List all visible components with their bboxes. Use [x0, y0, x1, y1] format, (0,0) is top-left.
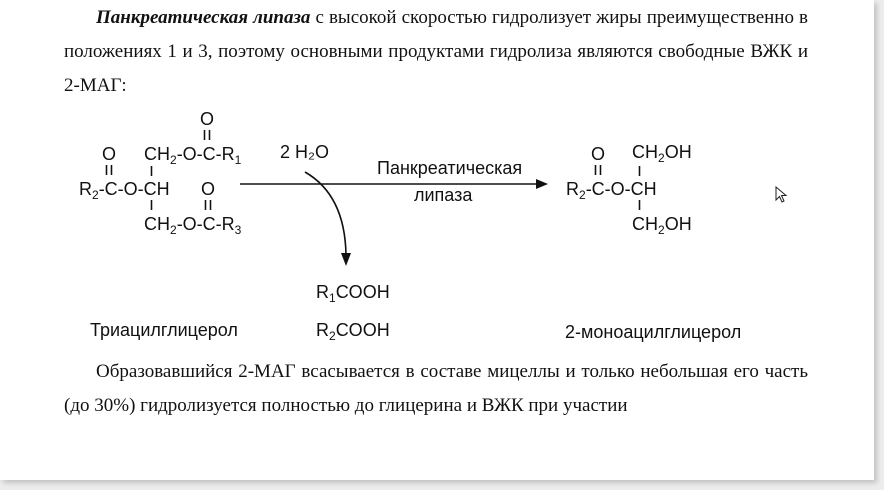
product-r1cooh: R1COOH [316, 282, 390, 305]
svg-text:O: O [102, 144, 116, 164]
triacylglycerol-structure: O ıı O ıı CH2-O-C-R1 R2-C-O-CH ı ı O ıı … [79, 109, 242, 237]
document-page: Панкреатическая липаза с высокой скорост… [0, 0, 874, 480]
svg-text:R2-C-O-CH: R2-C-O-CH [79, 179, 170, 202]
water-reagent: 2 H₂O [280, 142, 329, 162]
svg-text:CH2OH: CH2OH [632, 214, 692, 237]
svg-text:CH2-O-C-R3: CH2-O-C-R3 [144, 214, 242, 237]
svg-text:ıı: ıı [202, 124, 212, 144]
enzyme-label-line2: липаза [414, 185, 473, 205]
label-monoacylglycerol: 2-моноацилглицерол [565, 322, 741, 342]
svg-text:O: O [591, 144, 605, 164]
svg-text:O: O [201, 179, 215, 199]
paragraph-intro: Панкреатическая липаза с высокой скорост… [64, 1, 808, 103]
paragraph-intro-text: с высокой скоростью гидролизует жиры пре… [64, 7, 808, 96]
svg-text:ıı: ıı [593, 159, 603, 179]
mouse-cursor-icon [775, 186, 788, 203]
term-pancreatic-lipase: Панкреатическая липаза [96, 7, 311, 28]
svg-text:ı: ı [637, 160, 642, 180]
svg-text:CH2OH: CH2OH [632, 142, 692, 165]
paragraph-continuation: Образовавшийся 2-МАГ всасывается в соста… [64, 361, 808, 416]
product-r2cooh: R2COOH [316, 320, 390, 343]
svg-text:ı: ı [149, 160, 154, 180]
svg-text:ı: ı [637, 194, 642, 214]
svg-text:ıı: ıı [203, 194, 213, 214]
enzyme-label-line1: Панкреатическая [377, 158, 522, 178]
svg-text:ıı: ıı [104, 159, 114, 179]
byproduct-arrowhead [341, 253, 351, 266]
svg-text:ı: ı [149, 194, 154, 214]
svg-text:R2-C-O-CH: R2-C-O-CH [566, 179, 657, 202]
svg-text:CH2-O-C-R1: CH2-O-C-R1 [144, 144, 242, 167]
svg-text:O: O [200, 109, 214, 129]
byproduct-arrow [304, 171, 347, 256]
label-triacylglycerol: Триацилглицерол [90, 320, 238, 340]
monoacylglycerol-structure: O ıı CH2OH ı R2-C-O-CH ı CH2OH [566, 142, 692, 237]
hydrolysis-scheme: O ıı O ıı CH2-O-C-R1 R2-C-O-CH ı ı O ıı … [79, 109, 741, 343]
reaction-arrowhead [536, 179, 548, 189]
